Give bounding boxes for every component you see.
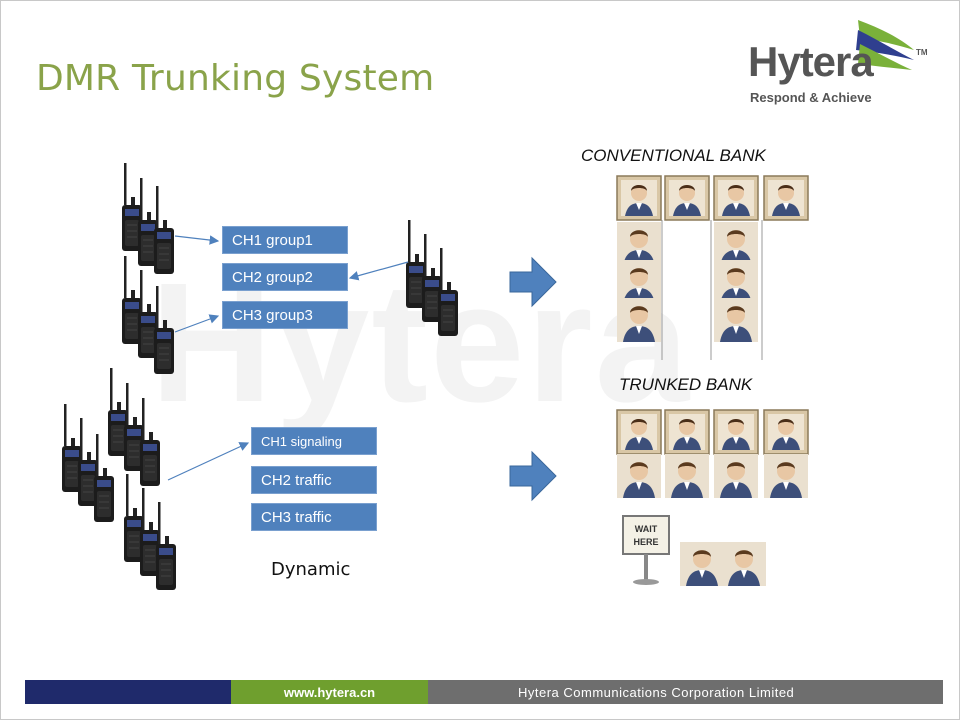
block-arrow-trunked: [509, 450, 557, 502]
bank-teller-icon: [713, 175, 759, 221]
footer-company: Hytera Communications Corporation Limite…: [428, 680, 943, 704]
wait-sign-line1: WAIT: [635, 524, 658, 534]
walkie-talkie-icon: [153, 285, 175, 375]
customer-person-icon: [617, 260, 661, 304]
channel-ch1-signaling: CH1 signaling: [251, 427, 377, 455]
walkie-talkie-icon: [153, 185, 175, 275]
bank-teller-icon: [616, 175, 662, 221]
footer-bar: www.hytera.cn Hytera Communications Corp…: [25, 680, 943, 704]
conventional-bank-label: CONVENTIONAL BANK: [581, 146, 766, 165]
radio-group-3: [405, 219, 459, 337]
channel-ch3-group3: CH3 group3: [222, 301, 348, 329]
logo-tagline: Respond & Achieve: [750, 90, 872, 105]
channel-ch2-group2: CH2 group2: [222, 263, 348, 291]
block-arrow-conventional: [509, 256, 557, 308]
customer-person-icon: [714, 222, 758, 266]
conventional-bank: [616, 175, 809, 360]
channel-ch3-traffic: CH3 traffic: [251, 503, 377, 531]
channel-ch2-traffic: CH2 traffic: [251, 466, 377, 494]
customer-person-icon: [714, 260, 758, 304]
customer-person-icon: [680, 542, 724, 586]
customer-person-icon: [764, 454, 808, 498]
wait-here-sign-icon: WAIT HERE: [622, 515, 670, 585]
radio-group-1: [121, 162, 175, 275]
bank-teller-icon: [713, 409, 759, 455]
trunked-bank-label: TRUNKED BANK: [619, 375, 753, 394]
bank-teller-icon: [763, 409, 809, 455]
customer-person-icon: [617, 222, 661, 266]
logo-wordmark: Hytera: [748, 38, 874, 85]
channel-ch1-group1: CH1 group1: [222, 226, 348, 254]
trunked-radio-cluster: [61, 367, 177, 591]
connector-group2: [348, 261, 409, 281]
dynamic-label: Dynamic: [271, 559, 351, 580]
customer-person-icon: [714, 454, 758, 498]
customer-person-icon: [665, 454, 709, 498]
bank-teller-icon: [763, 175, 809, 221]
logo-trademark: TM: [916, 48, 928, 57]
walkie-talkie-icon: [139, 397, 161, 487]
customer-person-icon: [617, 298, 661, 342]
wait-sign-line2: HERE: [633, 537, 658, 547]
bank-teller-icon: [664, 175, 710, 221]
footer-url[interactable]: www.hytera.cn: [231, 680, 428, 704]
hytera-wing-icon: [856, 20, 914, 70]
bank-teller-icon: [664, 409, 710, 455]
walkie-talkie-icon: [437, 247, 459, 337]
customer-person-icon: [714, 298, 758, 342]
connector-group3: [174, 314, 220, 333]
walkie-talkie-icon: [155, 501, 177, 591]
connector-signaling: [167, 442, 250, 481]
customer-person-icon: [617, 454, 661, 498]
bank-teller-icon: [616, 409, 662, 455]
customer-person-icon: [722, 542, 766, 586]
slide-title: DMR Trunking System: [36, 58, 435, 99]
connector-group1: [174, 235, 220, 245]
footer-navy-segment: [25, 680, 231, 704]
